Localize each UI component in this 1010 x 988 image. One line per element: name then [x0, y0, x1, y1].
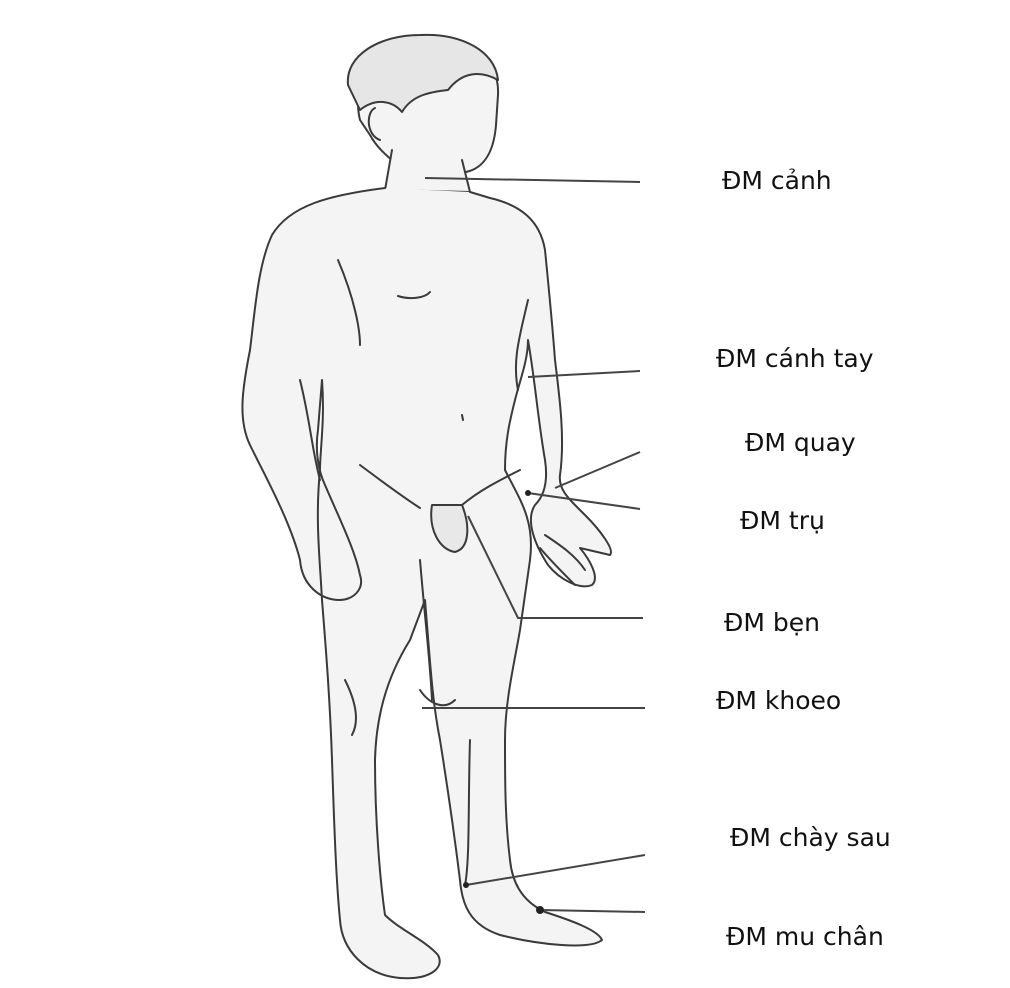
pointer-radial [555, 452, 640, 488]
label-dorsalis-pedis-artery: ĐM mu chân [726, 924, 884, 949]
label-carotid-artery: ĐM cảnh [722, 168, 832, 193]
torso-outline [242, 188, 611, 978]
label-posterior-tibial-artery: ĐM chày sau [730, 825, 891, 850]
dot-posterior-tibial [463, 882, 469, 888]
label-femoral-artery: ĐM bẹn [724, 610, 820, 635]
label-brachial-artery: ĐM cánh tay [716, 346, 874, 371]
dot-dorsalis-pedis [536, 906, 544, 914]
label-ulnar-artery: ĐM trụ [740, 508, 825, 533]
pointer-dorsalis-pedis [540, 910, 645, 912]
label-popliteal-artery: ĐM khoeo [716, 688, 841, 713]
dot-ulnar [525, 490, 531, 496]
label-radial-artery: ĐM quay [745, 430, 856, 455]
